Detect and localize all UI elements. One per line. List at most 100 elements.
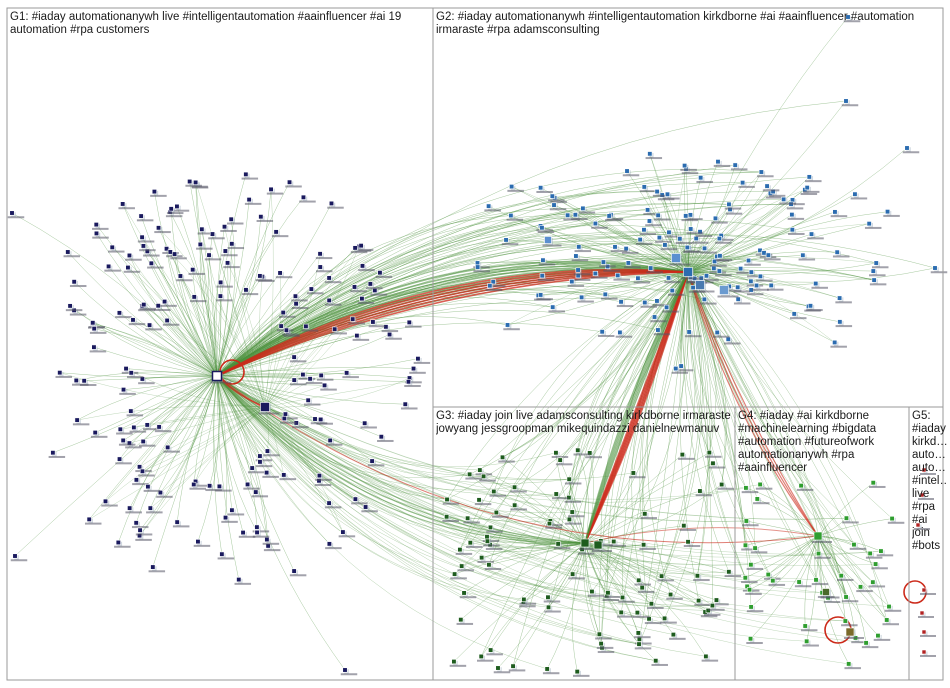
node — [465, 471, 482, 480]
edge — [216, 261, 689, 377]
edge — [460, 542, 586, 620]
node — [787, 212, 805, 220]
node — [205, 483, 222, 492]
node — [474, 497, 492, 506]
edge — [216, 375, 640, 645]
edge — [127, 267, 266, 408]
node — [255, 453, 273, 462]
node — [89, 326, 107, 334]
node — [488, 279, 506, 288]
edge — [454, 271, 689, 575]
node — [869, 268, 886, 277]
edge — [687, 16, 849, 273]
node — [640, 511, 658, 520]
node — [154, 424, 172, 433]
edge — [141, 237, 218, 377]
edge — [216, 375, 586, 544]
edge — [174, 254, 218, 377]
node — [543, 594, 561, 603]
node — [653, 327, 671, 336]
node — [678, 452, 695, 460]
edge — [216, 375, 551, 522]
node — [762, 183, 780, 192]
edge — [502, 271, 689, 458]
edge — [192, 269, 266, 408]
node — [69, 279, 87, 288]
edge — [122, 203, 266, 408]
group-boxes — [6, 7, 944, 681]
group-box-g5 — [908, 406, 944, 681]
node — [830, 339, 847, 348]
node — [143, 484, 161, 492]
node — [243, 481, 260, 490]
edge — [216, 375, 856, 639]
edge — [581, 271, 689, 550]
node — [871, 260, 889, 269]
node — [204, 252, 222, 261]
node — [368, 319, 386, 328]
node — [163, 444, 180, 453]
node — [572, 669, 590, 677]
node — [325, 437, 343, 446]
edge — [152, 375, 218, 568]
node — [126, 370, 144, 379]
node — [693, 573, 710, 582]
edge — [571, 542, 586, 672]
edge — [77, 405, 266, 421]
node — [129, 424, 147, 433]
node — [226, 216, 244, 225]
node — [613, 272, 630, 281]
node — [450, 571, 467, 580]
node — [413, 356, 431, 364]
node — [662, 304, 679, 313]
node — [633, 275, 651, 284]
edge — [105, 406, 266, 502]
node — [298, 372, 316, 380]
edge — [216, 375, 846, 622]
node — [126, 408, 144, 417]
edge — [554, 197, 689, 273]
edge — [687, 233, 812, 273]
node — [310, 416, 328, 425]
edge — [584, 542, 639, 581]
edge — [216, 375, 325, 386]
edge — [584, 271, 689, 544]
node — [241, 287, 259, 296]
node — [788, 227, 805, 235]
node — [746, 604, 764, 613]
edge — [483, 476, 586, 544]
edge — [687, 267, 875, 281]
edge — [139, 375, 218, 531]
edge — [216, 375, 228, 518]
node — [745, 587, 762, 595]
edge — [459, 271, 689, 550]
node — [234, 577, 252, 585]
node — [189, 481, 207, 490]
node — [150, 189, 167, 197]
node — [139, 302, 157, 310]
node — [756, 273, 773, 282]
node — [506, 212, 524, 221]
edge — [687, 271, 746, 546]
node — [118, 437, 136, 446]
node — [902, 145, 920, 154]
edge — [481, 542, 586, 657]
edge — [687, 211, 888, 273]
edge — [750, 535, 819, 608]
edge — [581, 271, 689, 550]
node — [597, 645, 615, 654]
node — [188, 267, 205, 275]
node — [633, 610, 650, 618]
node — [48, 450, 66, 458]
edge — [143, 304, 266, 408]
node — [573, 267, 591, 276]
node — [88, 320, 106, 329]
edge — [687, 271, 855, 545]
node — [652, 189, 670, 197]
node — [324, 275, 342, 284]
edge — [687, 271, 819, 537]
edge — [817, 535, 890, 607]
node — [650, 314, 667, 323]
edge — [216, 375, 570, 480]
edge — [216, 375, 261, 457]
